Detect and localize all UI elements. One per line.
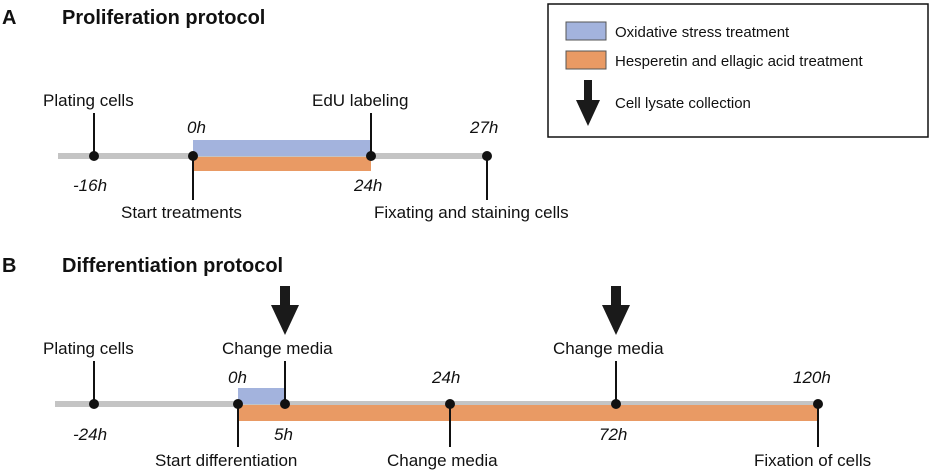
panel-b-dot-120h (813, 399, 823, 409)
panel-a-start-label: Start treatments (121, 203, 242, 222)
panel-a-time-0h: 0h (187, 118, 206, 137)
legend-box (547, 3, 929, 138)
panel-b-time-5h: 5h (274, 425, 293, 444)
legend-label-lysate: Cell lysate collection (615, 95, 751, 112)
panel-a-dot-minus (89, 151, 99, 161)
legend-swatch-oxidative (565, 21, 607, 41)
panel-b-treatment-bar (238, 405, 818, 421)
panel-a-oxidative-bar (193, 140, 371, 156)
panel-b-dot-72h (611, 399, 621, 409)
panel-b-dot-minus (89, 399, 99, 409)
panel-b-lysate-arrow-icon (602, 286, 630, 335)
panel-b-fixation-label: Fixation of cells (754, 451, 871, 470)
panel-b-time-72h: 72h (599, 425, 627, 444)
panel-b-time-120h: 120h (793, 368, 831, 387)
panel-b-dot-24h (445, 399, 455, 409)
panel-b-title: Differentiation protocol (62, 255, 283, 277)
panel-b-change1-label: Change media (222, 339, 333, 358)
panel-b-plating-label: Plating cells (43, 339, 134, 358)
legend-label-treatment: Hesperetin and ellagic acid treatment (615, 53, 863, 70)
panel-b-oxidative-bar (238, 388, 285, 404)
panel-b-start-label: Start differentiation (155, 451, 297, 470)
panel-b-lysate-arrow-icon (271, 286, 299, 335)
legend-arrow-icon (576, 80, 600, 126)
legend-label-oxidative: Oxidative stress treatment (615, 24, 790, 41)
panel-b-change2-label: Change media (553, 339, 664, 358)
panel-b-letter: B (2, 255, 16, 277)
panel-a-title: Proliferation protocol (62, 7, 265, 29)
panel-b-time-minus: -24h (73, 425, 107, 444)
panel-a-time-minus: -16h (73, 176, 107, 195)
panel-b-dot-0h (233, 399, 243, 409)
panel-b-time-24h: 24h (431, 368, 460, 387)
legend-swatch-treatment (565, 50, 607, 70)
panel-a-time-24h: 24h (353, 176, 382, 195)
panel-a-edu-label: EdU labeling (312, 91, 408, 110)
panel-a-dot-0h (188, 151, 198, 161)
panel-b-change-mid-label: Change media (387, 451, 498, 470)
panel-a-time-27h: 27h (469, 118, 498, 137)
panel-a-dot-27h (482, 151, 492, 161)
panel-b-dot-5h (280, 399, 290, 409)
panel-a-dot-24h (366, 151, 376, 161)
panel-a-fixating-label: Fixating and staining cells (374, 203, 569, 222)
panel-a-plating-label: Plating cells (43, 91, 134, 110)
panel-a-letter: A (2, 7, 16, 29)
panel-a-treatment-bar (193, 157, 371, 171)
panel-b-time-0h: 0h (228, 368, 247, 387)
